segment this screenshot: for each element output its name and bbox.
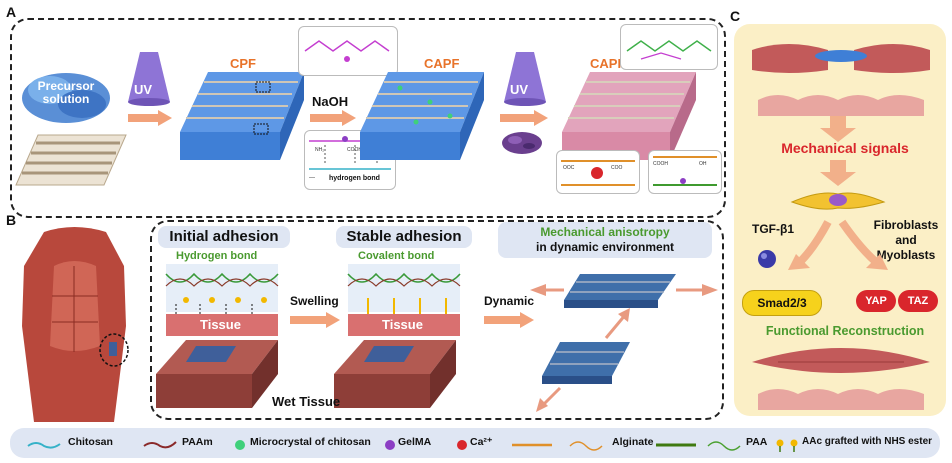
arrow-a3 bbox=[500, 110, 548, 126]
dynamic-label: Dynamic bbox=[484, 294, 535, 308]
hbond-label: hydrogen bond bbox=[329, 175, 380, 182]
chem-cooh-2: COOH bbox=[653, 161, 668, 167]
legend-chitosan: Chitosan bbox=[68, 436, 113, 448]
legend-swatches bbox=[27, 439, 798, 452]
cpf-label: CPF bbox=[230, 56, 256, 71]
uv-lamp-2 bbox=[504, 52, 546, 106]
uv-lamp-1 bbox=[128, 52, 170, 106]
muscle-injury-illustration bbox=[752, 44, 930, 116]
smad-badge: Smad2/3 bbox=[742, 290, 822, 316]
wet-tissue-label: Wet Tissue bbox=[272, 394, 341, 409]
legend-bar bbox=[10, 428, 940, 458]
chem-oh: OH bbox=[699, 161, 707, 167]
legend-aac: AAc grafted with NHS ester bbox=[802, 436, 933, 447]
legend-ca: Ca²⁺ bbox=[470, 436, 493, 448]
chem-cooh-1: COOH bbox=[347, 147, 362, 153]
panel-label-c: C bbox=[730, 8, 741, 24]
naoh-label: NaOH bbox=[312, 94, 349, 109]
tissue-label-2: Tissue bbox=[382, 317, 423, 332]
taz-badge: TAZ bbox=[898, 290, 938, 312]
fibroblast-cell bbox=[790, 192, 886, 210]
precursor-cloud bbox=[22, 73, 110, 123]
chem-coo: COO bbox=[611, 165, 623, 171]
arrow-a2 bbox=[310, 110, 356, 126]
panel-a-frame bbox=[10, 18, 726, 218]
anisotropy-line-2: in dynamic environment bbox=[535, 240, 675, 254]
paa-inset: COOH OH bbox=[648, 150, 722, 194]
uv-label-2: UV bbox=[510, 82, 529, 97]
capf-gel-block bbox=[360, 72, 484, 160]
anisotropy-schematic bbox=[530, 274, 718, 412]
chem-nh2-1: NH₂ bbox=[315, 147, 325, 153]
panel-label-a: A bbox=[6, 4, 17, 20]
legend-alginate: Alginate bbox=[612, 436, 654, 448]
anisotropy-line-1: Mechanical anisotropy bbox=[540, 225, 670, 239]
torso-muscle-illustration bbox=[22, 227, 129, 422]
arrow-c1 bbox=[820, 116, 856, 142]
arrow-swelling bbox=[290, 312, 340, 328]
anisotropy-header: Mechanical anisotropy in dynamic environ… bbox=[498, 222, 712, 258]
initial-adhesion-header: Initial adhesion bbox=[158, 226, 290, 248]
legend-paa: PAA bbox=[746, 436, 768, 448]
wet-tissue-block-2 bbox=[334, 340, 456, 408]
panel-label-b: B bbox=[6, 212, 17, 228]
stable-adhesion-schematic bbox=[347, 264, 461, 336]
hydrogen-bond-label: Hydrogen bond bbox=[176, 250, 258, 262]
tgf-label: TGF-β1 bbox=[752, 222, 794, 236]
legend-microcrystal: Microcrystal of chitosan bbox=[250, 436, 371, 448]
arrow-a1 bbox=[128, 110, 172, 126]
legend-paam: PAAm bbox=[182, 436, 213, 448]
swelling-label: Swelling bbox=[290, 294, 339, 308]
wet-tissue-block-1 bbox=[156, 340, 278, 408]
dash-key: --- bbox=[309, 175, 315, 181]
arrow-dynamic bbox=[484, 312, 534, 328]
alginate-particles bbox=[502, 132, 542, 154]
yap-badge: YAP bbox=[856, 290, 896, 312]
panel-b-frame bbox=[150, 220, 724, 420]
functional-reconstruction-label: Functional Reconstruction bbox=[765, 324, 925, 338]
cpf-gel-block bbox=[180, 72, 304, 160]
ca-crosslink-inset: OOC COO bbox=[556, 150, 640, 194]
mesh-scaffold bbox=[15, 134, 127, 186]
tgf-molecule bbox=[758, 250, 776, 268]
mechanical-signals-label: Mechanical signals bbox=[781, 140, 909, 156]
precursor-label: Precursor solution bbox=[37, 79, 95, 106]
capf-label: CAPF bbox=[424, 56, 460, 71]
legend-gelma: GelMA bbox=[398, 436, 432, 448]
arrow-c2 bbox=[820, 160, 856, 186]
branch-arrows bbox=[788, 219, 888, 270]
initial-adhesion-schematic bbox=[165, 264, 279, 336]
chem-ooc: OOC bbox=[563, 165, 575, 171]
molecule-inset-capfah bbox=[620, 24, 718, 70]
covalent-bond-label: Covalent bond bbox=[358, 250, 435, 262]
fibroblasts-label: Fibroblasts and Myoblasts bbox=[873, 218, 939, 262]
muscle-repaired-illustration bbox=[752, 348, 930, 410]
stable-adhesion-header: Stable adhesion bbox=[336, 226, 472, 248]
molecule-inset-top bbox=[298, 26, 398, 76]
uv-label-1: UV bbox=[134, 82, 153, 97]
tissue-label-1: Tissue bbox=[200, 317, 241, 332]
